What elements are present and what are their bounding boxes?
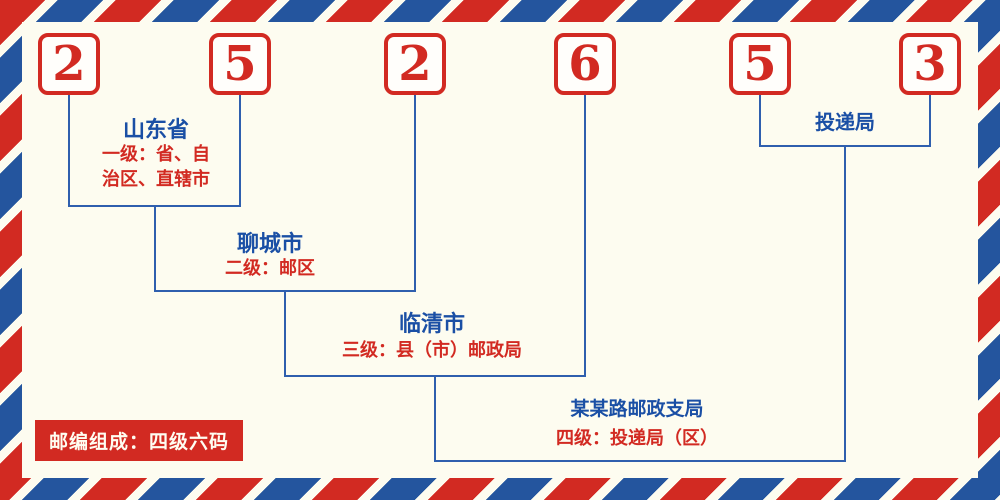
- level1-name: 山东省: [122, 118, 190, 143]
- digit-6: 3: [913, 36, 947, 92]
- digit-box-4: 6: [554, 33, 616, 95]
- delivery-name: 投递局: [815, 110, 875, 134]
- level4-name: 某某路邮政支局: [570, 398, 704, 420]
- delivery-bottom-line: [759, 145, 931, 147]
- level3-name: 临清市: [398, 312, 466, 337]
- digit-1: 2: [52, 36, 86, 92]
- digit-3: 2: [398, 36, 432, 92]
- envelope-inner: [22, 22, 978, 478]
- delivery-left-line: [759, 95, 761, 147]
- level1-right-line: [239, 95, 241, 207]
- digit-2: 5: [223, 36, 257, 92]
- level4-desc: 四级：投递局（区）: [556, 428, 718, 449]
- level3-desc: 三级：县（市）邮政局: [342, 340, 522, 361]
- delivery-right-line: [929, 95, 931, 147]
- digit-box-6: 3: [899, 33, 961, 95]
- level1-left-line: [68, 95, 70, 207]
- level2-desc: 二级：邮区: [225, 258, 315, 279]
- footer-badge: 邮编组成：四级六码: [35, 420, 244, 461]
- level2-stem-line: [154, 205, 156, 292]
- level1-desc: 一级：省、自 治区、直辖市: [102, 144, 210, 190]
- digit-box-3: 2: [384, 33, 446, 95]
- digit-box-5: 5: [729, 33, 791, 95]
- level2-right-line: [414, 95, 416, 292]
- level3-right-line: [584, 95, 586, 377]
- level4-right-line: [844, 145, 846, 462]
- level2-name: 聊城市: [236, 232, 304, 257]
- digit-box-2: 5: [209, 33, 271, 95]
- level4-stem-line: [434, 375, 436, 462]
- digit-4: 6: [568, 36, 602, 92]
- digit-5: 5: [743, 36, 777, 92]
- digit-box-1: 2: [38, 33, 100, 95]
- level3-stem-line: [284, 290, 286, 377]
- level4-bottom-line: [434, 460, 846, 462]
